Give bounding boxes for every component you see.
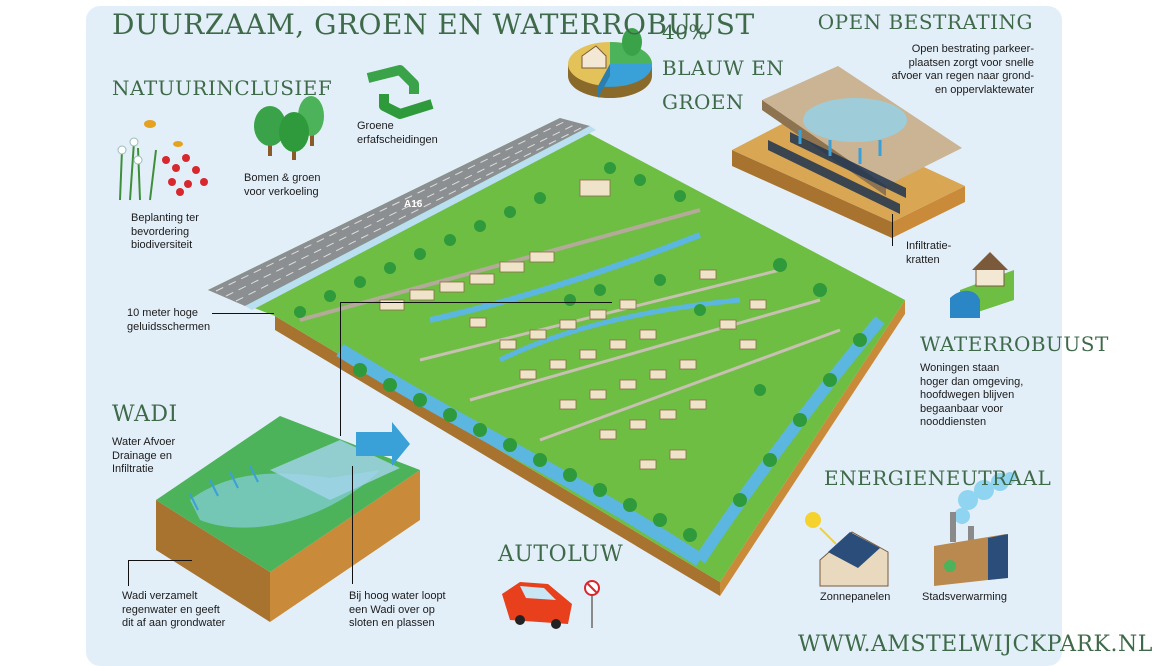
leader-line-verzamelt — [128, 560, 129, 586]
stat-line2: groen — [662, 90, 745, 114]
flood-safe-house-icon — [950, 252, 1014, 318]
trees-icon — [254, 96, 324, 160]
bomen-caption: Bomen & groen voor verkoeling — [244, 172, 321, 198]
wadi-cross-section — [156, 416, 420, 622]
natuur-heading: Natuurinclusief — [112, 76, 333, 100]
permeable-paving-block — [732, 66, 965, 238]
stat-value: 40% — [662, 20, 708, 44]
schermen-caption: 10 meter hoge geluidsschermen — [127, 307, 211, 333]
zonnepanelen-caption: Zonnepanelen — [820, 591, 891, 603]
bestrating-heading: Open bestrating — [817, 10, 1033, 34]
kratten-caption: Infiltratie- kratten — [906, 240, 952, 266]
wadi-caption: Water Afvoer Drainage en Infiltratie — [112, 436, 176, 475]
leader-line-wadi-top — [340, 302, 612, 303]
beplanting-caption: Beplanting ter bevordering biodiversitei… — [131, 212, 199, 251]
website-url: www.amstelwijckpark.nl — [798, 632, 1153, 657]
hedge-icon — [366, 65, 434, 119]
no-entry-sign-icon — [584, 580, 600, 628]
wadi-heading: Wadi — [112, 402, 178, 427]
park-map: A16 — [208, 118, 905, 596]
leader-line-hoogwater — [352, 466, 353, 584]
road-label: A16 — [404, 199, 423, 210]
page-title: Duurzaam, groen en waterrobuust — [112, 8, 755, 41]
hoogwater-caption: Bij hoog water loopt een Wadi over op sl… — [349, 590, 446, 629]
solar-house-icon — [805, 512, 889, 587]
stadsverwarming-caption: Stadsverwarming — [922, 591, 1007, 603]
waterrobuust-caption: Woningen staan hoger dan omgeving, hoofd… — [920, 362, 1024, 428]
energie-heading: Energieneutraal — [824, 466, 1052, 490]
car-icon — [502, 582, 572, 629]
verzamelt-caption: Wadi verzamelt regenwater en geeft dit a… — [122, 590, 226, 629]
leader-line-kratten — [892, 214, 893, 246]
leader-line-verzamelt-h — [128, 560, 192, 561]
flowers-icon — [117, 120, 208, 201]
waterrobuust-heading: Waterrobuust — [920, 332, 1109, 356]
stat-line1: blauw en — [662, 56, 785, 80]
leader-line-wadi-vertical — [340, 302, 341, 436]
erfafscheidingen-caption: Groene erfafscheidingen — [357, 120, 438, 146]
district-heating-icon — [934, 472, 1016, 586]
leader-line-schermen — [212, 313, 274, 314]
pie-chart-icon — [568, 28, 653, 98]
autoluw-heading: Autoluw — [498, 542, 624, 567]
bestrating-caption: Open bestrating parkeer- plaatsen zorgt … — [891, 43, 1034, 96]
